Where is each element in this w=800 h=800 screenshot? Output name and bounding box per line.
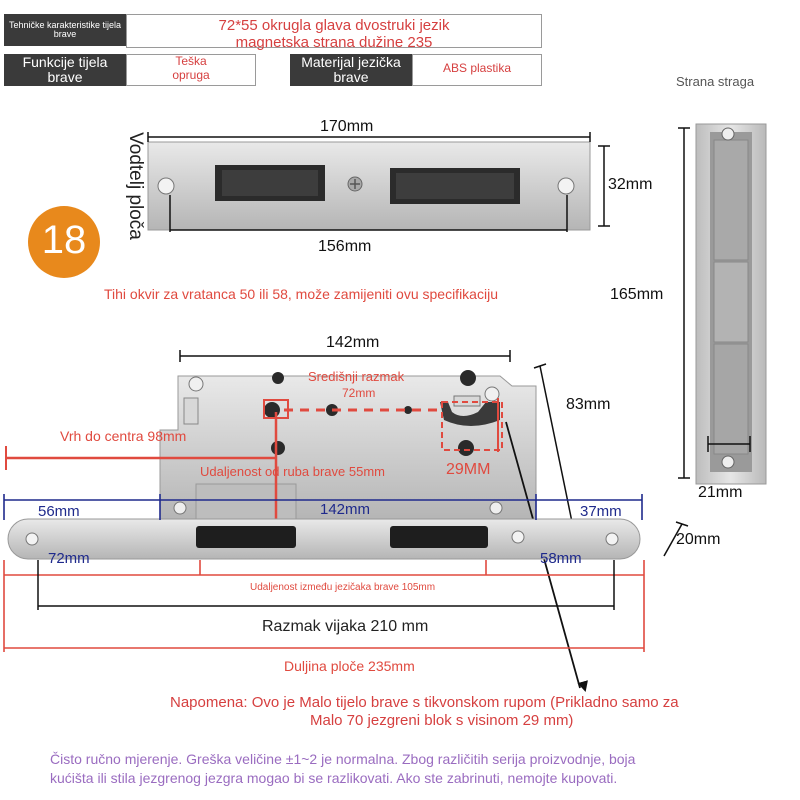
tip-to-center: Vrh do centra 98mm — [60, 428, 187, 444]
spec-label-material: Materijal jezička brave — [290, 54, 412, 86]
screw-spacing-line — [37, 560, 615, 610]
spec-value-function-text: Teška opruga — [172, 54, 210, 82]
cylinder-height: 29MM — [446, 461, 491, 478]
spec-label-tech-text: Tehničke karakteristike tijela brave — [8, 19, 122, 39]
faceplate-right-lower: 58mm — [540, 550, 582, 567]
spec-label-function: Funkcije tijela brave — [4, 54, 126, 86]
faceplate-left-seg: 56mm — [38, 503, 80, 520]
back-plate-width: 21mm — [698, 484, 743, 501]
thickness-line — [663, 523, 683, 557]
spec-value-function: Teška opruga — [126, 54, 256, 86]
guide-width-top: 170mm — [320, 118, 374, 135]
disclaimer-line-1: Čisto ručno mjerenje. Greška veličine ±1… — [50, 751, 636, 767]
back-side-label: Strana straga — [676, 74, 755, 89]
spec-value-tech: 72*55 okrugla glava dvostruki jezik magn… — [126, 14, 542, 52]
silent-frame-note: Tihi okvir za vratanca 50 ili 58, može z… — [104, 286, 498, 302]
faceplate-segment-lines — [3, 494, 643, 520]
faceplate-right-seg: 37mm — [580, 503, 622, 520]
lock-width: 142mm — [326, 334, 380, 351]
screw-spacing: Razmak vijaka 210 mm — [262, 618, 429, 635]
spec-value-material-text: ABS plastika — [442, 61, 512, 75]
guide-plate — [147, 141, 591, 231]
guide-plate-label: Vodtelj ploča — [125, 132, 146, 240]
plate-length: Duljina ploče 235mm — [284, 658, 415, 674]
faceplate-left-lower: 72mm — [48, 550, 90, 567]
center-distance-value: 72mm — [342, 386, 376, 400]
disclaimer-line-2: kućišta ili stila jezgrenog jezgra mogao… — [50, 770, 618, 786]
guide-height: 32mm — [608, 176, 653, 193]
spec-label-tech: Tehničke karakteristike tijela brave — [4, 14, 126, 46]
spec-value-material: ABS plastika — [412, 54, 542, 86]
number-badge — [28, 206, 100, 278]
tongue-distance: Udaljenost između jezičaka brave 105mm — [250, 582, 436, 593]
faceplate-thickness: 20mm — [676, 531, 721, 548]
badge-number: 18 — [41, 218, 87, 262]
guide-width-bottom: 156mm — [318, 238, 372, 255]
spec-label-function-text: Funkcije tijela brave — [22, 54, 108, 85]
back-plate-height: 165mm — [610, 286, 664, 303]
lock-height-line — [539, 365, 573, 523]
faceplate-middle-seg: 142mm — [320, 501, 371, 518]
back-plate — [695, 123, 767, 485]
note-line-2: Malo 70 jezgreni blok s visinom 29 mm) — [310, 712, 574, 729]
faceplate — [7, 518, 641, 560]
note-line-1: Napomena: Ovo je Malo tijelo brave s tik… — [170, 694, 679, 711]
edge-distance: Udaljenost od ruba brave 55mm — [200, 464, 385, 479]
spec-label-material-text: Materijal jezička brave — [301, 54, 401, 85]
spec-value-tech-text: 72*55 okrugla glava dvostruki jezik magn… — [218, 17, 450, 52]
center-distance-label: Središnji razmak — [308, 369, 405, 384]
lower-dimension-lines — [3, 560, 645, 652]
lock-height: 83mm — [566, 396, 611, 413]
